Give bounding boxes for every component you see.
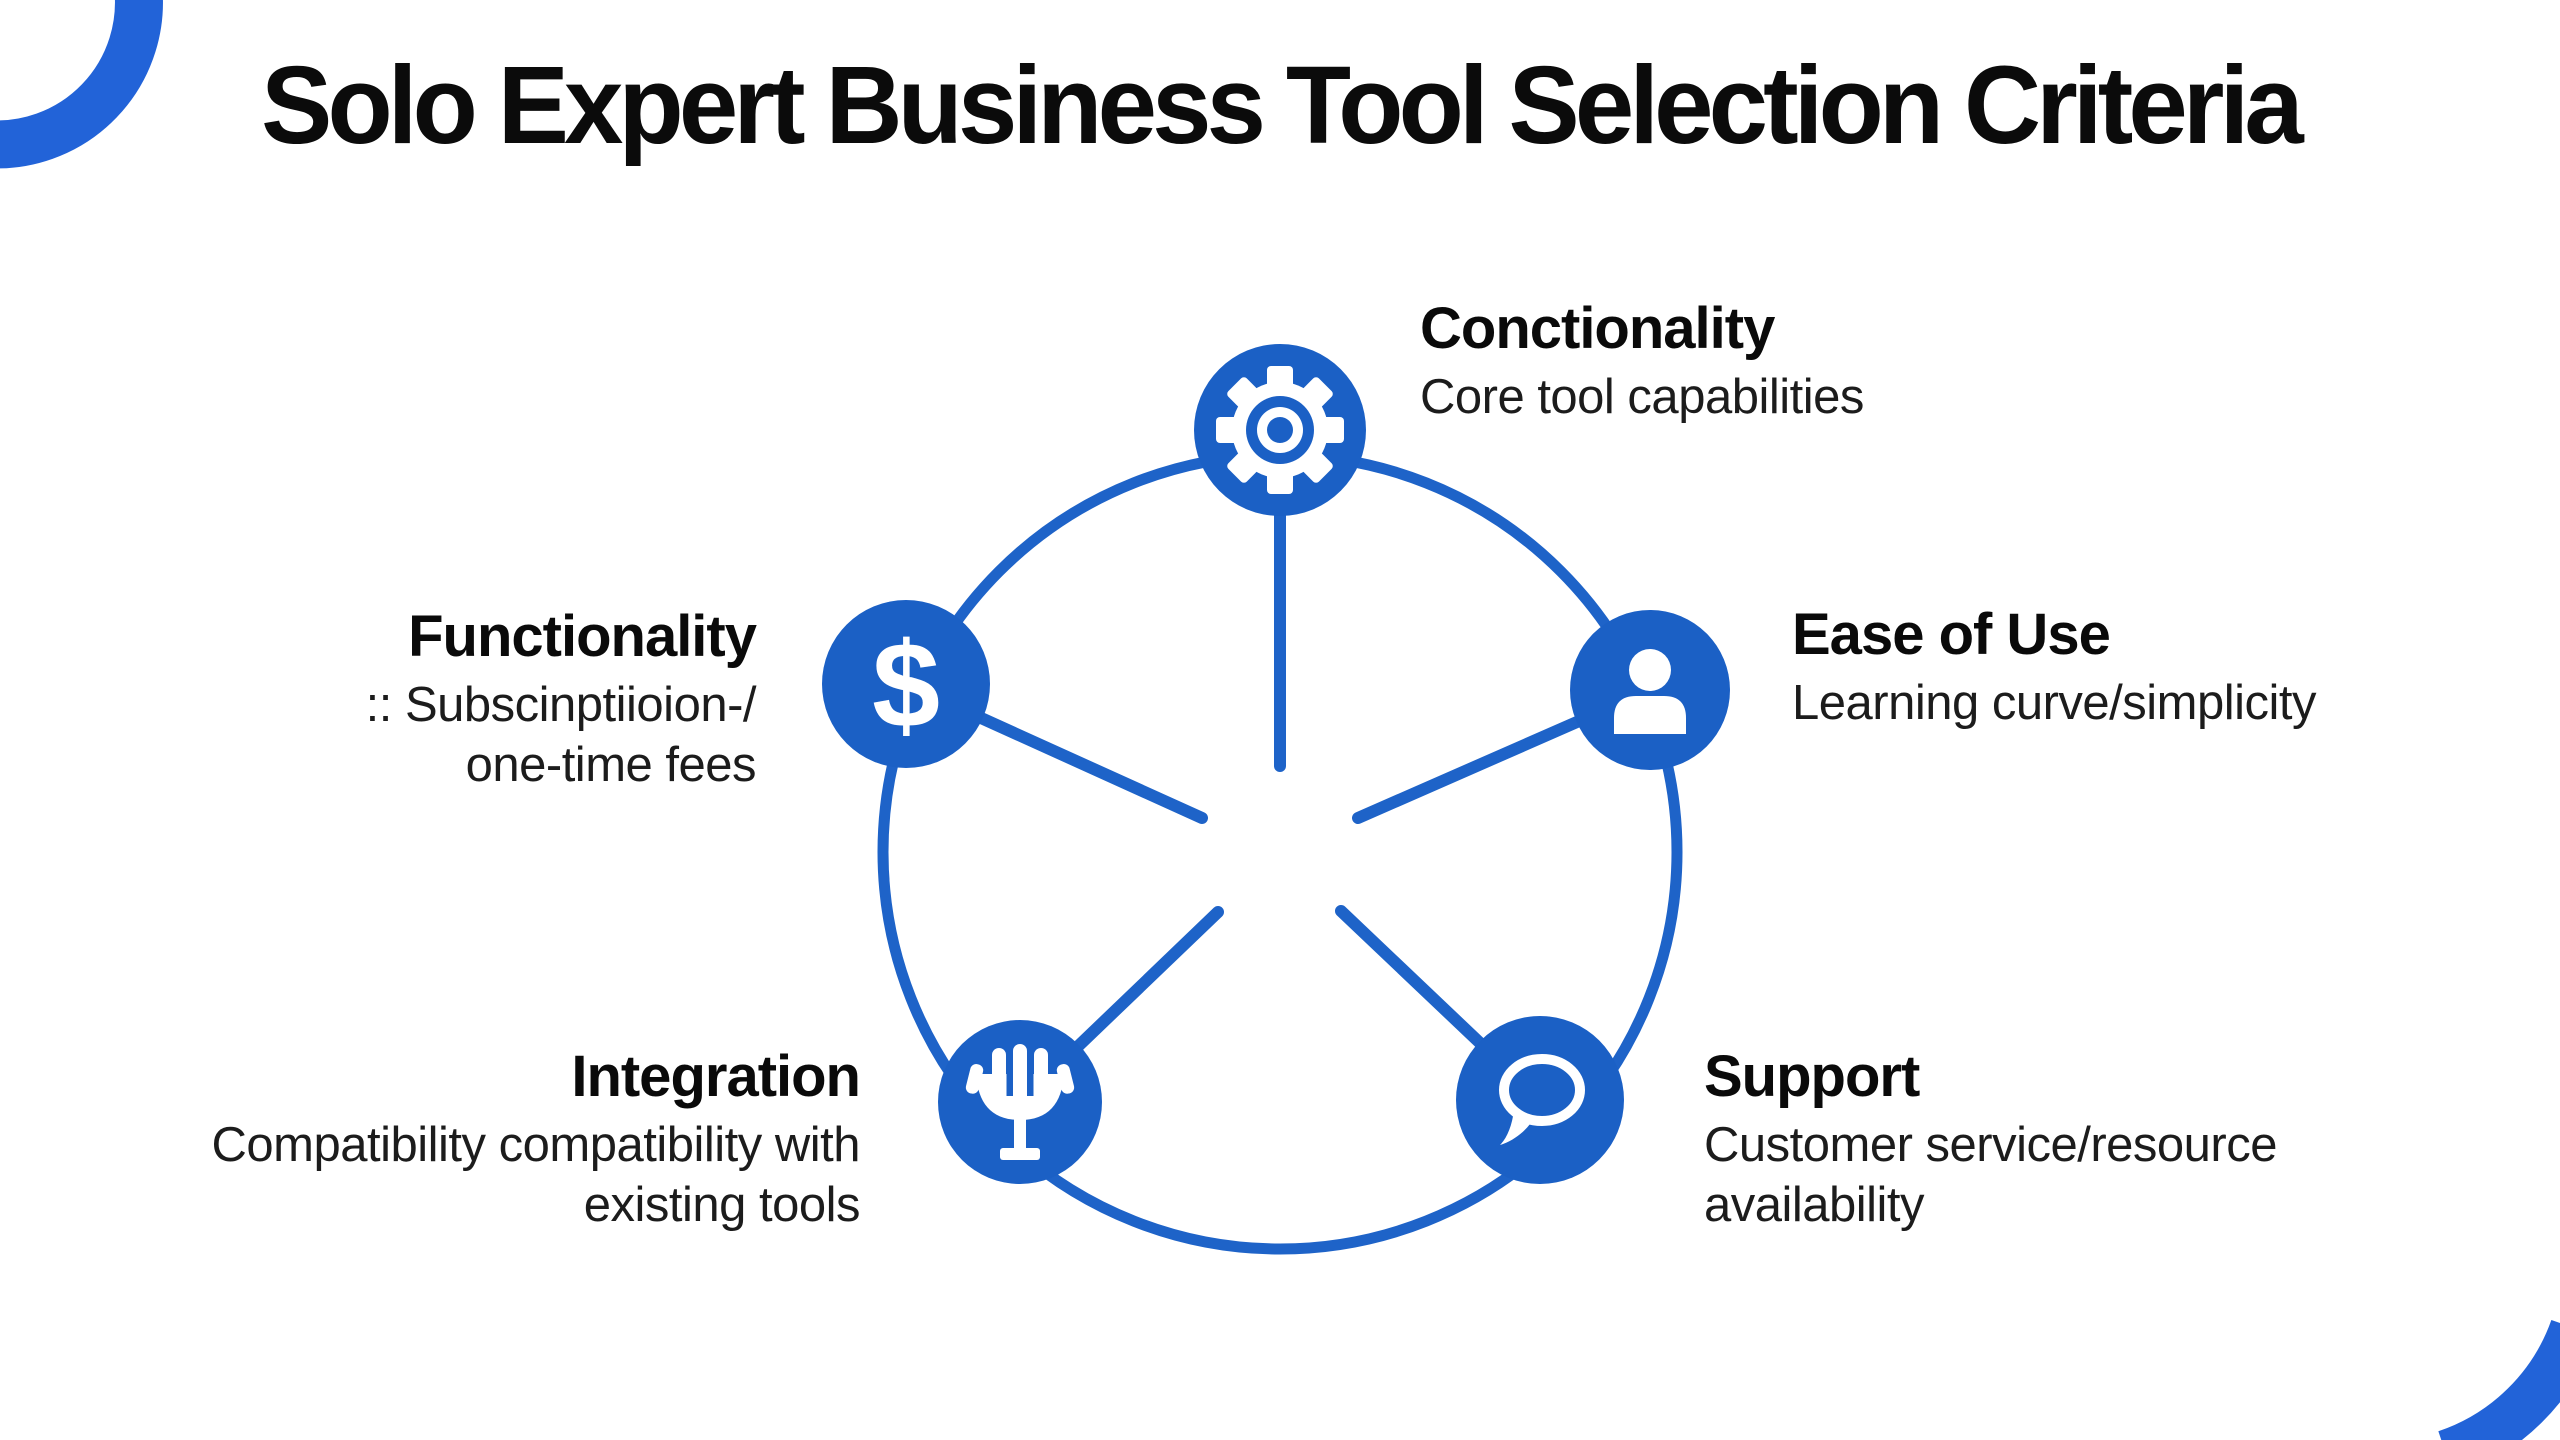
label-block-integration: Integration Compatibility compatibility … <box>211 1044 861 1235</box>
label-block-support: Support Customer service/resource availa… <box>1704 1044 2277 1235</box>
microphone-icon <box>965 1044 1075 1160</box>
bottom-right-corner-arc <box>2437 1319 2560 1440</box>
criterion-node-ease-of-use <box>1570 610 1730 770</box>
gear-icon <box>1216 366 1344 494</box>
criterion-description: :: Subscinptiioion-/ <box>365 678 757 732</box>
criterion-description: existing tools <box>583 1178 861 1232</box>
criterion-description: availability <box>1704 1178 1925 1232</box>
criterion-description: Core tool capabilities <box>1420 370 1864 424</box>
top-left-corner-arc <box>0 0 163 169</box>
dollar-icon: $ <box>872 617 940 753</box>
criterion-description: Customer service/resource <box>1704 1118 2277 1172</box>
criterion-description: one-time fees <box>465 738 757 792</box>
label-block-ease-of-use: Ease of Use Learning curve/simplicity <box>1792 602 2317 733</box>
page-title: Solo Expert Business Tool Selection Crit… <box>261 44 2304 167</box>
node-circle <box>822 600 990 768</box>
criterion-description: Compatibility compatibility with <box>211 1118 861 1172</box>
chat-bubble-icon <box>1499 1054 1585 1145</box>
criterion-node-integration <box>938 1020 1102 1184</box>
criterion-title: Functionality <box>408 604 757 669</box>
criterion-title: Ease of Use <box>1792 602 2111 667</box>
criterion-node-conctionality <box>1194 344 1366 516</box>
label-block-conctionality: Conctionality Core tool capabilities <box>1420 296 1864 427</box>
user-icon <box>1614 649 1686 734</box>
criterion-title: Integration <box>571 1044 861 1109</box>
criterion-title: Conctionality <box>1420 296 1775 361</box>
criterion-description: Learning curve/simplicity <box>1792 676 2317 730</box>
label-block-functionality: Functionality :: Subscinptiioion-/ one-t… <box>365 604 757 795</box>
criterion-title: Support <box>1704 1044 1920 1109</box>
criterion-node-support <box>1456 1016 1624 1184</box>
criterion-node-functionality: $ <box>822 600 990 768</box>
node-circle <box>1456 1016 1624 1184</box>
